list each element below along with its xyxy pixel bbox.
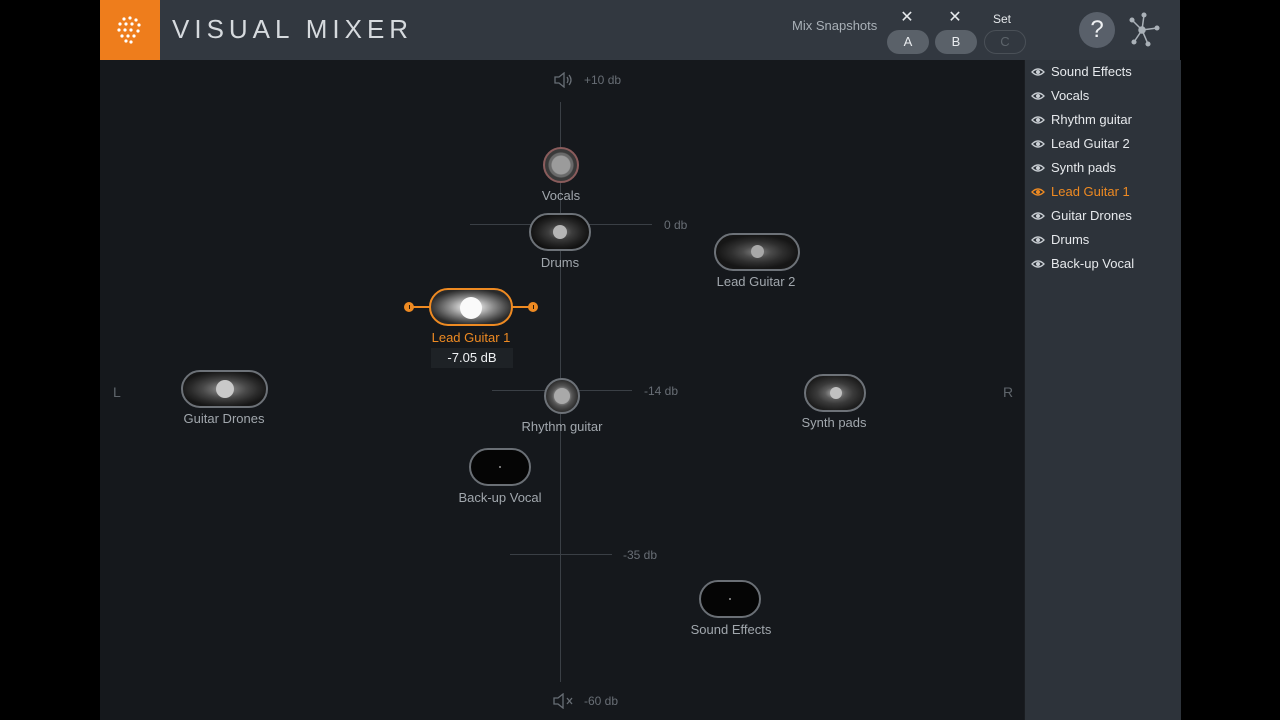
track-list-label: Vocals — [1051, 88, 1090, 103]
visibility-eye-icon[interactable] — [1031, 91, 1045, 101]
visibility-eye-icon[interactable] — [1031, 115, 1045, 125]
clear-snapshot-a-icon[interactable]: ✕ — [900, 9, 914, 26]
channel-puck[interactable] — [429, 288, 513, 326]
visibility-eye-icon[interactable] — [1031, 211, 1045, 221]
track-list-label: Back-up Vocal — [1051, 256, 1135, 271]
channel-puck[interactable] — [543, 147, 579, 183]
track-list-item[interactable]: Vocals — [1025, 84, 1181, 108]
channel-puck[interactable] — [529, 213, 591, 251]
channel-puck[interactable] — [469, 448, 531, 486]
pan-width-line-right — [511, 306, 533, 308]
mixer-stage[interactable]: +10 db 0 db -14 db -35 db -60 db L R Voc… — [100, 60, 1024, 720]
snapshot-a-button[interactable]: A — [887, 30, 929, 54]
track-list-item[interactable]: Back-up Vocal — [1025, 252, 1181, 276]
channel-label: Sound Effects — [690, 622, 772, 637]
channel-label: Drums — [540, 255, 580, 270]
izotope-logo — [100, 0, 160, 60]
visibility-eye-icon[interactable] — [1031, 187, 1045, 197]
scale-bottom-label: -60 db — [584, 694, 619, 708]
channel-puck[interactable] — [714, 233, 800, 271]
speaker-icon — [554, 72, 572, 88]
mix-snapshots-label: Mix Snapshots — [792, 18, 878, 33]
track-list-label: Lead Guitar 2 — [1051, 136, 1130, 151]
mute-speaker-icon — [553, 693, 573, 709]
channel-label: Lead Guitar 2 — [716, 274, 796, 289]
visual-mixer-window: VISUAL MIXER Mix Snapshots ✕ ✕ Set A B C… — [100, 0, 1181, 720]
scale-mid-label: -14 db — [644, 384, 679, 398]
pan-left-label: L — [113, 384, 121, 400]
pan-right-label: R — [1003, 384, 1014, 400]
pan-width-handle-left[interactable] — [404, 302, 414, 312]
visibility-eye-icon[interactable] — [1031, 235, 1045, 245]
visibility-eye-icon[interactable] — [1031, 139, 1045, 149]
track-list-item[interactable]: Drums — [1025, 228, 1181, 252]
clear-snapshot-b-icon[interactable]: ✕ — [948, 9, 962, 26]
track-list-item[interactable]: Rhythm guitar — [1025, 108, 1181, 132]
channel-label: Vocals — [541, 188, 581, 203]
snapshot-c-button[interactable]: C — [984, 30, 1026, 54]
minus35-db-line — [510, 554, 612, 555]
track-list-item[interactable]: Guitar Drones — [1025, 204, 1181, 228]
scale-zero-label: 0 db — [664, 218, 688, 232]
channel-label: Synth pads — [801, 415, 867, 430]
track-list-label: Synth pads — [1051, 160, 1117, 175]
track-list-item[interactable]: Lead Guitar 1 — [1025, 180, 1181, 204]
track-list-label: Drums — [1051, 232, 1090, 247]
channel-label: Back-up Vocal — [458, 490, 542, 505]
header-bar: VISUAL MIXER Mix Snapshots ✕ ✕ Set A B C… — [100, 0, 1180, 60]
track-list-label: Sound Effects — [1051, 64, 1132, 79]
track-list-item[interactable]: Lead Guitar 2 — [1025, 132, 1181, 156]
channel-puck[interactable] — [181, 370, 268, 408]
gain-readout: -7.05 dB — [431, 348, 513, 368]
nodes-icon[interactable] — [1126, 12, 1162, 48]
channel-puck[interactable] — [699, 580, 761, 618]
track-list-label: Lead Guitar 1 — [1051, 184, 1130, 199]
channel-puck[interactable] — [544, 378, 580, 414]
channel-puck[interactable] — [804, 374, 866, 412]
logo-icon — [117, 16, 141, 44]
visibility-eye-icon[interactable] — [1031, 163, 1045, 173]
channel-label: Lead Guitar 1 — [431, 330, 511, 345]
track-list-item[interactable]: Synth pads — [1025, 156, 1181, 180]
channel-label: Guitar Drones — [183, 411, 265, 426]
app-title: VISUAL MIXER — [172, 14, 414, 44]
visibility-eye-icon[interactable] — [1031, 67, 1045, 77]
snapshot-b-button[interactable]: B — [935, 30, 977, 54]
set-snapshot-label: Set — [992, 12, 1011, 26]
pan-width-handle-right[interactable] — [528, 302, 538, 312]
track-list-label: Rhythm guitar — [1051, 112, 1132, 127]
channel-label: Rhythm guitar — [521, 419, 603, 434]
scale-low-label: -35 db — [623, 548, 658, 562]
track-list-item[interactable]: Sound Effects — [1025, 60, 1181, 84]
track-list-label: Guitar Drones — [1051, 208, 1132, 223]
visibility-eye-icon[interactable] — [1031, 259, 1045, 269]
help-button[interactable]: ? — [1079, 12, 1115, 48]
pan-width-line-left — [409, 306, 431, 308]
scale-top-label: +10 db — [584, 73, 622, 87]
